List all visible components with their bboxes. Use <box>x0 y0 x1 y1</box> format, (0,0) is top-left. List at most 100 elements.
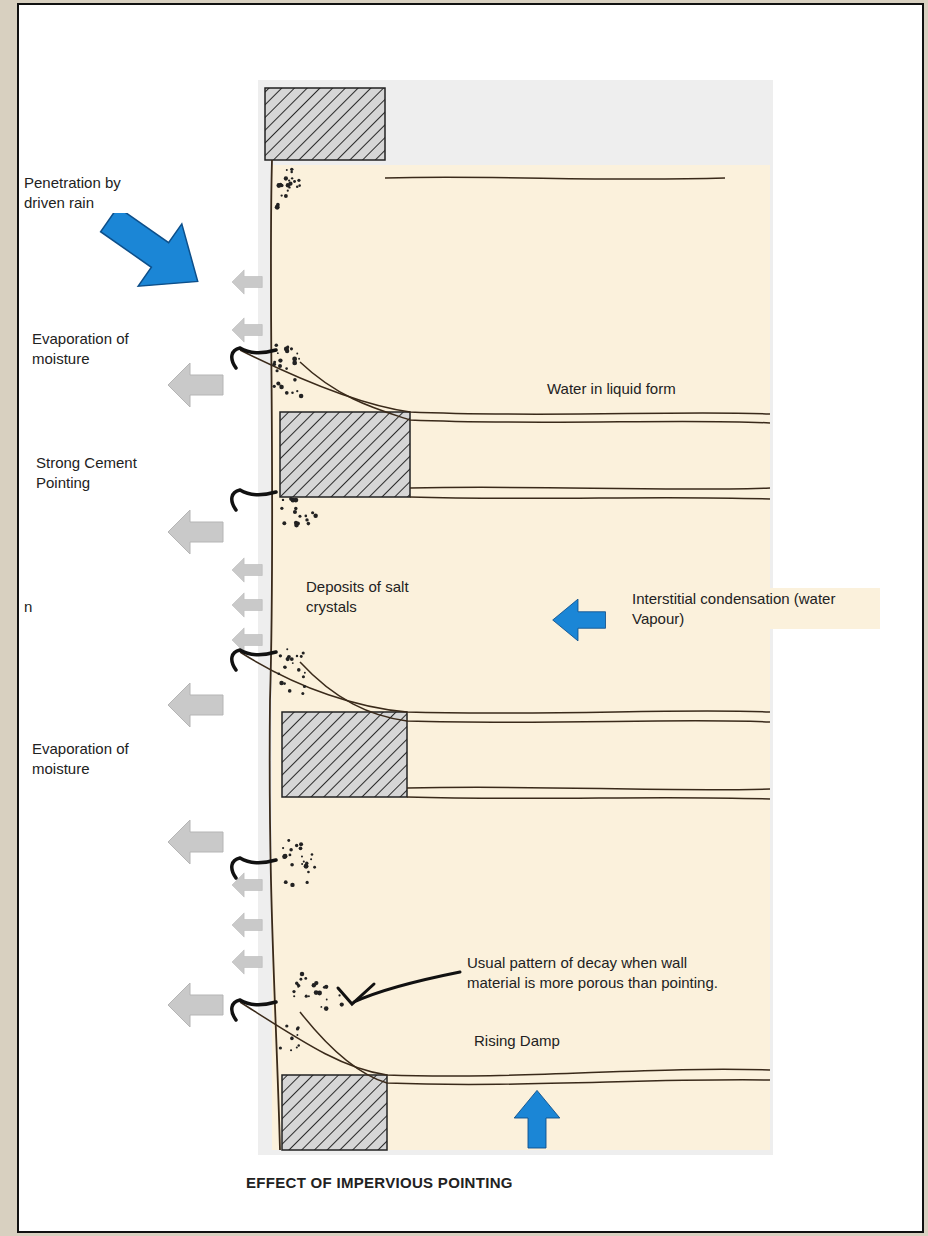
condensation-arrow <box>553 599 606 641</box>
mortar-bed-line <box>410 497 770 499</box>
salt-crystal-dots <box>292 990 295 993</box>
evaporation-arrow <box>232 593 262 617</box>
salt-crystal-dots <box>302 651 305 654</box>
salt-crystal-dots <box>294 507 298 511</box>
salt-crystal-dots <box>292 361 297 366</box>
mortar-bed-line <box>300 662 770 722</box>
salt-crystal-dots <box>296 185 299 188</box>
salt-crystal-dots <box>304 977 307 980</box>
salt-crystal-dots <box>283 666 286 669</box>
mortar-bed-line <box>240 652 770 713</box>
salt-crystal-dots <box>324 1006 329 1011</box>
decay-leader <box>338 972 460 1004</box>
salt-crystal-dots <box>326 999 328 1001</box>
salt-crystal-dots <box>294 521 298 525</box>
cement-pointing <box>282 1075 387 1150</box>
callout-label: Strong Cement Pointing <box>34 452 164 493</box>
cement-pointing <box>280 412 410 497</box>
salt-crystal-dots <box>276 382 280 386</box>
salt-crystal-dots <box>304 515 307 518</box>
salt-crystal-dots <box>287 839 290 842</box>
salt-crystal-dots <box>282 521 286 525</box>
salt-crystal-dots <box>298 515 301 518</box>
salt-crystal-dots <box>313 866 316 869</box>
salt-crystal-dots <box>290 657 294 661</box>
salt-crystal-dots <box>288 689 292 693</box>
salt-crystal-dots <box>305 862 308 865</box>
salt-crystal-dots <box>278 364 282 368</box>
salt-crystal-dots <box>285 349 289 353</box>
salt-crystal-dots <box>285 391 289 395</box>
salt-crystal-dots <box>303 861 305 863</box>
salt-crystal-dots <box>286 657 290 661</box>
salt-crystal-dots <box>285 367 288 370</box>
salt-crystal-dots <box>299 847 303 851</box>
salt-crystal-dots <box>284 176 288 180</box>
salt-crystal-dots <box>279 654 282 657</box>
mortar-bed-line <box>300 1012 770 1084</box>
salt-crystal-dots <box>277 205 280 208</box>
salt-crystal-dots <box>324 985 328 989</box>
salt-crystal-dots <box>296 1034 298 1036</box>
evaporation-arrow <box>232 270 262 294</box>
salt-crystal-dots <box>320 1006 322 1008</box>
salt-crystal-dots <box>290 347 293 350</box>
evaporation-arrow <box>168 983 223 1027</box>
salt-crystal-dots <box>296 1046 298 1048</box>
salt-crystal-dots <box>293 498 298 503</box>
salt-crystal-dots <box>304 672 306 674</box>
salt-crystal-dots <box>293 378 297 382</box>
salt-crystal-dots <box>290 171 293 174</box>
salt-crystal-dots <box>301 855 303 857</box>
salt-crystal-dots <box>301 863 303 865</box>
salt-crystal-dots <box>288 179 290 181</box>
salt-crystal-dots <box>299 842 303 846</box>
salt-crystal-dots <box>338 994 340 996</box>
salt-crystal-dots <box>290 883 294 887</box>
evaporation-arrow <box>232 318 262 342</box>
salt-crystal-dots <box>295 844 298 847</box>
salt-crystal-dots <box>286 183 290 187</box>
salt-crystal-dots <box>297 1044 299 1046</box>
evaporation-arrow <box>232 628 262 652</box>
salt-crystal-dots <box>297 179 300 182</box>
salt-crystal-dots <box>301 692 304 695</box>
salt-crystal-dots <box>308 995 310 997</box>
salt-crystal-dots <box>293 510 297 514</box>
salt-crystal-dots <box>292 662 294 664</box>
moisture-tick <box>232 650 276 670</box>
salt-crystal-dots <box>286 169 288 171</box>
salt-crystal-dots <box>306 881 309 884</box>
evaporation-arrow <box>168 363 223 407</box>
salt-crystal-dots <box>283 854 288 859</box>
salt-crystal-dots <box>290 1049 292 1051</box>
moisture-tick <box>232 490 276 510</box>
salt-crystal-dots <box>305 995 308 998</box>
mortar-bed-line <box>240 1002 770 1076</box>
evaporation-arrow <box>168 510 223 554</box>
moisture-tick <box>232 348 276 1020</box>
salt-crystal-dots <box>299 394 304 399</box>
rising-damp-arrow <box>514 1090 560 1148</box>
evaporation-arrow <box>168 683 223 727</box>
mortar-bed-line <box>240 350 770 414</box>
salt-crystal-dots <box>314 981 318 985</box>
salt-crystal-dots <box>286 346 289 349</box>
evaporation-arrow <box>232 950 262 974</box>
callout-label: Rising Damp <box>472 1030 612 1052</box>
callout-label: n <box>22 596 52 618</box>
callout-label: Usual pattern of decay when wall materia… <box>465 952 740 993</box>
salt-crystal-dots <box>307 871 310 874</box>
moisture-tick <box>232 348 276 368</box>
salt-crystal-dots <box>290 1037 294 1041</box>
salt-crystal-dots <box>282 855 286 859</box>
salt-crystal-dots <box>277 352 279 354</box>
salt-crystal-dots <box>300 972 304 976</box>
moisture-tick <box>232 858 276 878</box>
salt-crystal-dots <box>276 183 281 188</box>
salt-crystal-dots <box>283 666 285 668</box>
salt-crystal-dots <box>286 648 288 650</box>
salt-crystal-dots <box>280 507 283 510</box>
